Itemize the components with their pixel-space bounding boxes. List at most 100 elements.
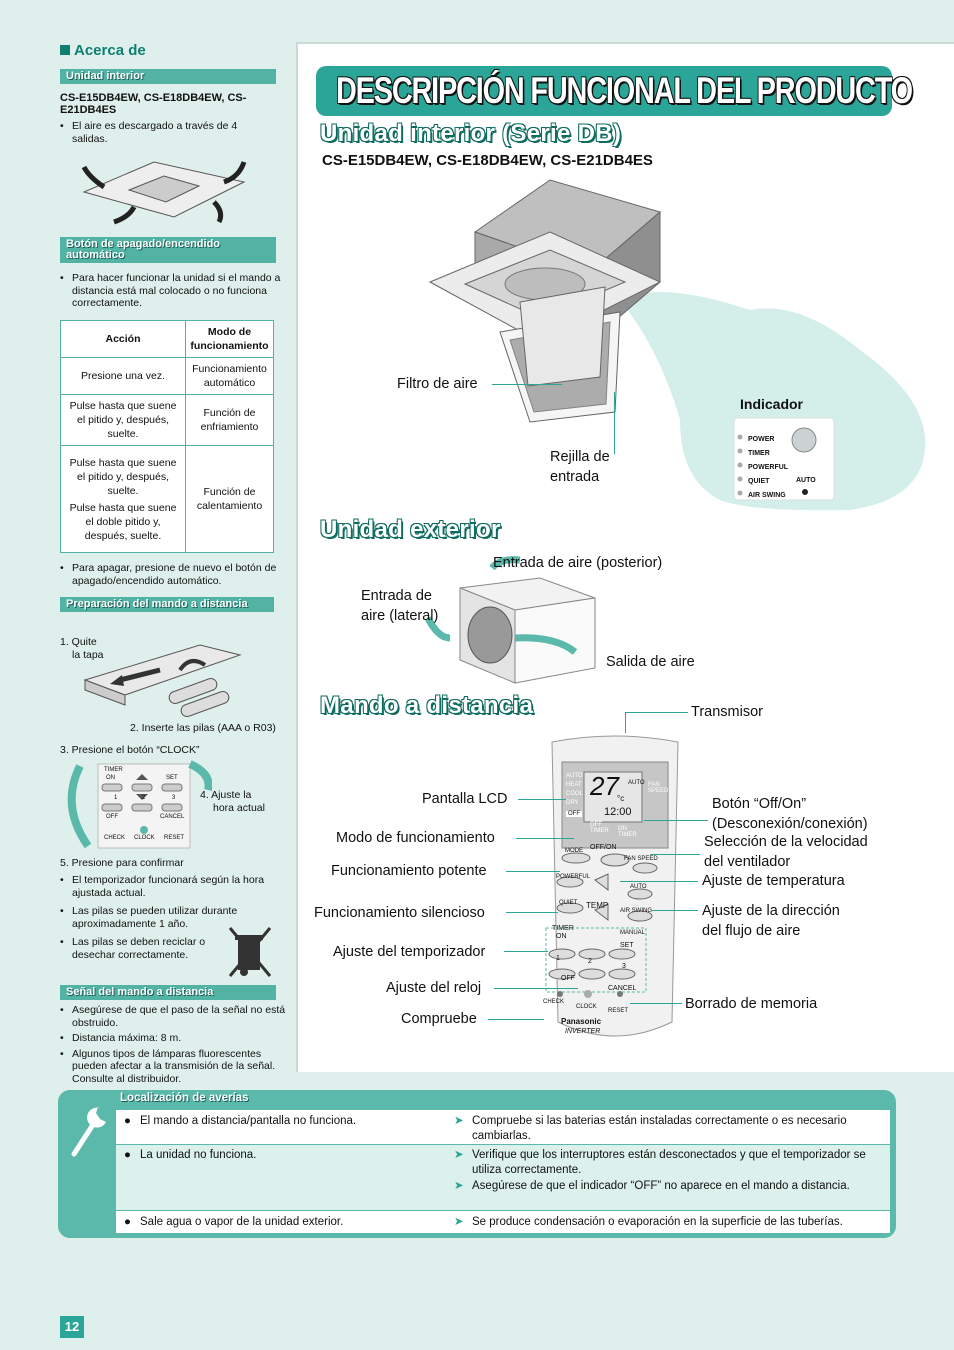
table-row: Presione una vez. Funcionamiento automát… [60, 357, 274, 395]
title-banner: DESCRIPCIÓN FUNCIONAL DEL PRODUCTO [316, 66, 913, 116]
remote-2-button[interactable]: 2 [588, 958, 592, 965]
page-number: 12 [60, 1316, 84, 1338]
mini-3: 3 [172, 795, 176, 801]
remote-brand-logo: Panasonic [561, 1017, 602, 1026]
leader-line [506, 912, 558, 913]
signal-bullets: Asegúrese de que el paso de la señal no … [60, 1004, 286, 1088]
outlet-label: Salida de aire [606, 654, 695, 670]
trouble-solution: Verifique que los interruptores están de… [472, 1149, 866, 1176]
trouble-row-bg [116, 1211, 890, 1233]
trouble-problem: Sale agua o vapor de la unidad exterior. [140, 1216, 344, 1228]
leader-line [650, 854, 700, 855]
lcd-mode: COOL [566, 791, 584, 797]
remote-prep-header: Preparación del mando a distancia [60, 597, 274, 612]
remote-airswing-button[interactable]: AIR SWING [620, 908, 653, 914]
outdoor-unit-illustration [424, 556, 596, 684]
indoor-models-main: CS-E15DB4EW, CS-E18DB4EW, CS-E21DB4ES [322, 152, 653, 169]
leader-line [652, 910, 698, 911]
prep-bullet: Las pilas se deben reciclar o desechar c… [60, 936, 212, 961]
remote-manual-button[interactable]: MANUAL [620, 930, 646, 936]
remote-powerful-button[interactable]: POWERFUL [556, 874, 591, 880]
row-action-line1: Pulse hasta que suene el pitido y, despu… [69, 456, 177, 497]
mini-1: 1 [114, 795, 118, 801]
remote-auto-button[interactable]: AUTO [630, 884, 647, 890]
mini-clock: CLOCK [134, 835, 155, 841]
arrow-icon: ➤ [454, 1216, 464, 1228]
signal-header: Señal del mando a distancia [60, 985, 276, 1000]
crossed-bin-icon [228, 927, 272, 977]
step2: 2. Inserte las pilas (AAA o R03) [130, 722, 276, 734]
leader-line [644, 820, 708, 821]
remote-quiet-button[interactable]: QUIET [559, 900, 578, 906]
remote-1-button[interactable]: 1 [556, 955, 560, 962]
lcd-fan: FAN SPEED [648, 782, 669, 794]
remote-set-button[interactable]: SET [620, 942, 634, 949]
mini-reset: RESET [164, 835, 185, 841]
leader-line [518, 799, 566, 800]
arrow-icon: ➤ [454, 1180, 464, 1192]
indicator-auto: AUTO [796, 477, 816, 484]
trouble-problem: El mando a distancia/pantalla no funcion… [140, 1115, 357, 1127]
remote-timer-label: TIMER [552, 925, 574, 932]
indoor-bullets: El aire es descargado a través de 4 sali… [60, 120, 272, 148]
leader-line [494, 988, 578, 989]
lcd-mode: DRY [566, 800, 579, 806]
leader-line [630, 1003, 682, 1004]
auto-button-bullet: Para hacer funcionar la unidad si el man… [60, 272, 282, 310]
indicator-bubble [620, 292, 926, 511]
quiet-label: Funcionamiento silencioso [314, 905, 485, 921]
lcd-mode: HEAT [566, 782, 582, 788]
row-action: Presione una vez. [60, 357, 186, 395]
remote-off-button[interactable]: OFF [561, 975, 575, 982]
bullet-dot-icon: ● [124, 1216, 131, 1228]
trouble-solution: Asegúrese de que el indicador “OFF” no a… [472, 1180, 850, 1192]
table-header-row: Acción Modo de funcionamiento [60, 320, 274, 358]
indicator-airswing: AIR SWING [748, 492, 786, 499]
lcd-modes: AUTO HEAT COOL DRY [566, 772, 583, 808]
row-action-line2: Pulse hasta que suene el doble pitido y,… [69, 501, 177, 542]
lcd-auto: AUTO [628, 780, 645, 786]
after-table-bullet: Para apagar, presione de nuevo el botón … [60, 562, 284, 587]
leader-line [506, 871, 560, 872]
lcd-time: 12:00 [604, 806, 632, 818]
cassette-airflow-illustration [81, 161, 247, 225]
outdoor-title: Unidad exterior [320, 516, 501, 543]
indicator-items: POWER TIMER POWERFUL QUIET AIR SWING [748, 433, 788, 503]
remote-illustration [545, 735, 679, 1037]
page-title: DESCRIPCIÓN FUNCIONAL DEL PRODUCTO [336, 70, 913, 111]
remote-prep-bullets: El temporizador funcionará según la hora… [60, 874, 264, 964]
row-action: Pulse hasta que suene el pitido y, despu… [60, 394, 186, 446]
lcd-ontimer: ON TIMER [618, 826, 637, 838]
square-bullet-icon [60, 45, 70, 55]
remote-check-button[interactable]: CHECK [543, 999, 565, 1005]
remote-cancel-button[interactable]: CANCEL [608, 985, 637, 992]
auto-button-table: Acción Modo de funcionamiento Presione u… [60, 320, 274, 553]
about-title: Acerca de [74, 42, 146, 59]
leader-line [488, 1019, 544, 1020]
remote-on-button[interactable]: ON [556, 933, 567, 940]
row-action: Pulse hasta que suene el pitido y, despu… [60, 445, 186, 553]
remote-3-button[interactable]: 3 [622, 963, 626, 970]
remote-mode-button[interactable]: MODE [565, 848, 583, 854]
wrench-icon [71, 1107, 106, 1157]
indoor-bullet: El aire es descargado a través de 4 sali… [60, 120, 272, 145]
remote-reset-button[interactable]: RESET [608, 1008, 629, 1014]
trouble-row-bg [116, 1110, 890, 1144]
remote-clock-button[interactable]: CLOCK [576, 1004, 597, 1010]
remote-title: Mando a distancia [320, 692, 534, 719]
lcd-unit: °c [617, 794, 625, 803]
remote-temp-button[interactable]: TEMP [586, 901, 609, 910]
trouble-solution: Se produce condensación o evaporación en… [472, 1216, 843, 1228]
indicator-quiet: QUIET [748, 478, 770, 485]
step3: 3. Presione el botón “CLOCK” [60, 744, 200, 756]
indicator-label: Indicador [740, 396, 804, 412]
col-mode: Modo de funcionamiento [185, 320, 274, 358]
indoor-models: CS-E15DB4EW, CS-E18DB4EW, CS-E21DB4ES [60, 92, 247, 116]
trouble-problem: La unidad no funciona. [140, 1149, 257, 1161]
remote-offon-button[interactable]: OFF/ON [590, 844, 617, 851]
indicator-powerful: POWERFUL [748, 464, 789, 471]
remote-fanspeed-button[interactable]: FAN SPEED [624, 856, 658, 862]
